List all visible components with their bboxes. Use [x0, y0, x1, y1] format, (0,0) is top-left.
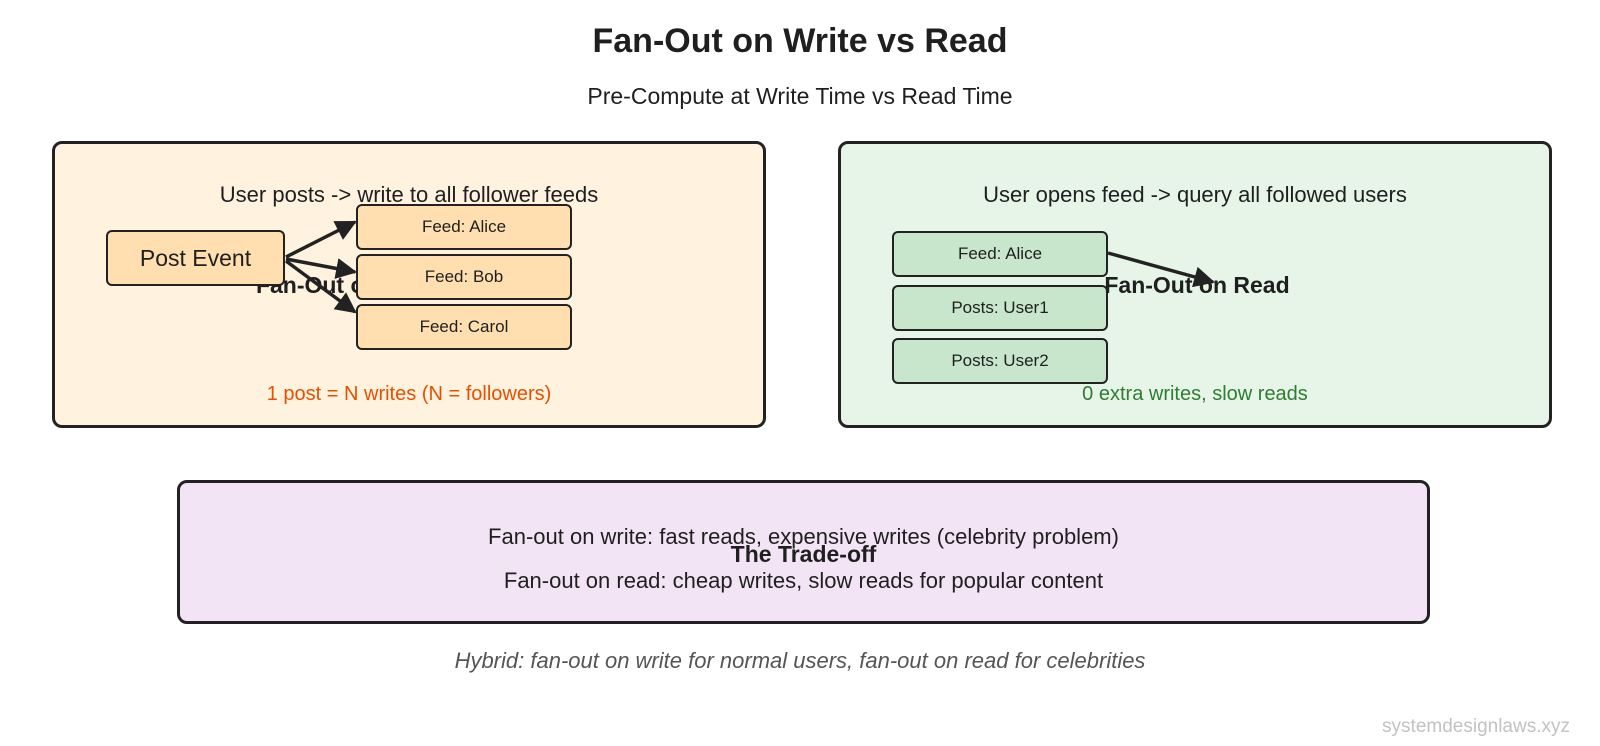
read-panel-note: 0 extra writes, slow reads — [1082, 383, 1308, 405]
read-feed-alice-node: Feed: Alice — [892, 231, 1108, 277]
read-panel-title: Fan-Out on Read — [1104, 272, 1290, 298]
tradeoff-title: The Trade-off — [730, 541, 877, 567]
feed-alice-node: Feed: Alice — [356, 204, 572, 250]
post-event-node: Post Event — [106, 230, 285, 286]
page-title: Fan-Out on Write vs Read — [592, 22, 1008, 60]
posts-user2-node: Posts: User2 — [892, 338, 1108, 384]
tradeoff-panel — [177, 480, 1430, 624]
read-panel-description: User opens feed -> query all followed us… — [983, 182, 1407, 207]
tradeoff-line-read: Fan-out on read: cheap writes, slow read… — [503, 568, 1104, 593]
write-panel-description: User posts -> write to all follower feed… — [219, 182, 599, 207]
hybrid-note: Hybrid: fan-out on write for normal user… — [454, 648, 1146, 673]
watermark: systemdesignlaws.xyz — [1382, 716, 1570, 737]
page-subtitle: Pre-Compute at Write Time vs Read Time — [587, 83, 1013, 109]
feed-bob-node: Feed: Bob — [356, 254, 572, 300]
posts-user1-node: Posts: User1 — [892, 285, 1108, 331]
tradeoff-line-write: Fan-out on write: fast reads, expensive … — [488, 524, 1119, 549]
feed-carol-node: Feed: Carol — [356, 304, 572, 350]
write-panel-note: 1 post = N writes (N = followers) — [266, 383, 552, 405]
